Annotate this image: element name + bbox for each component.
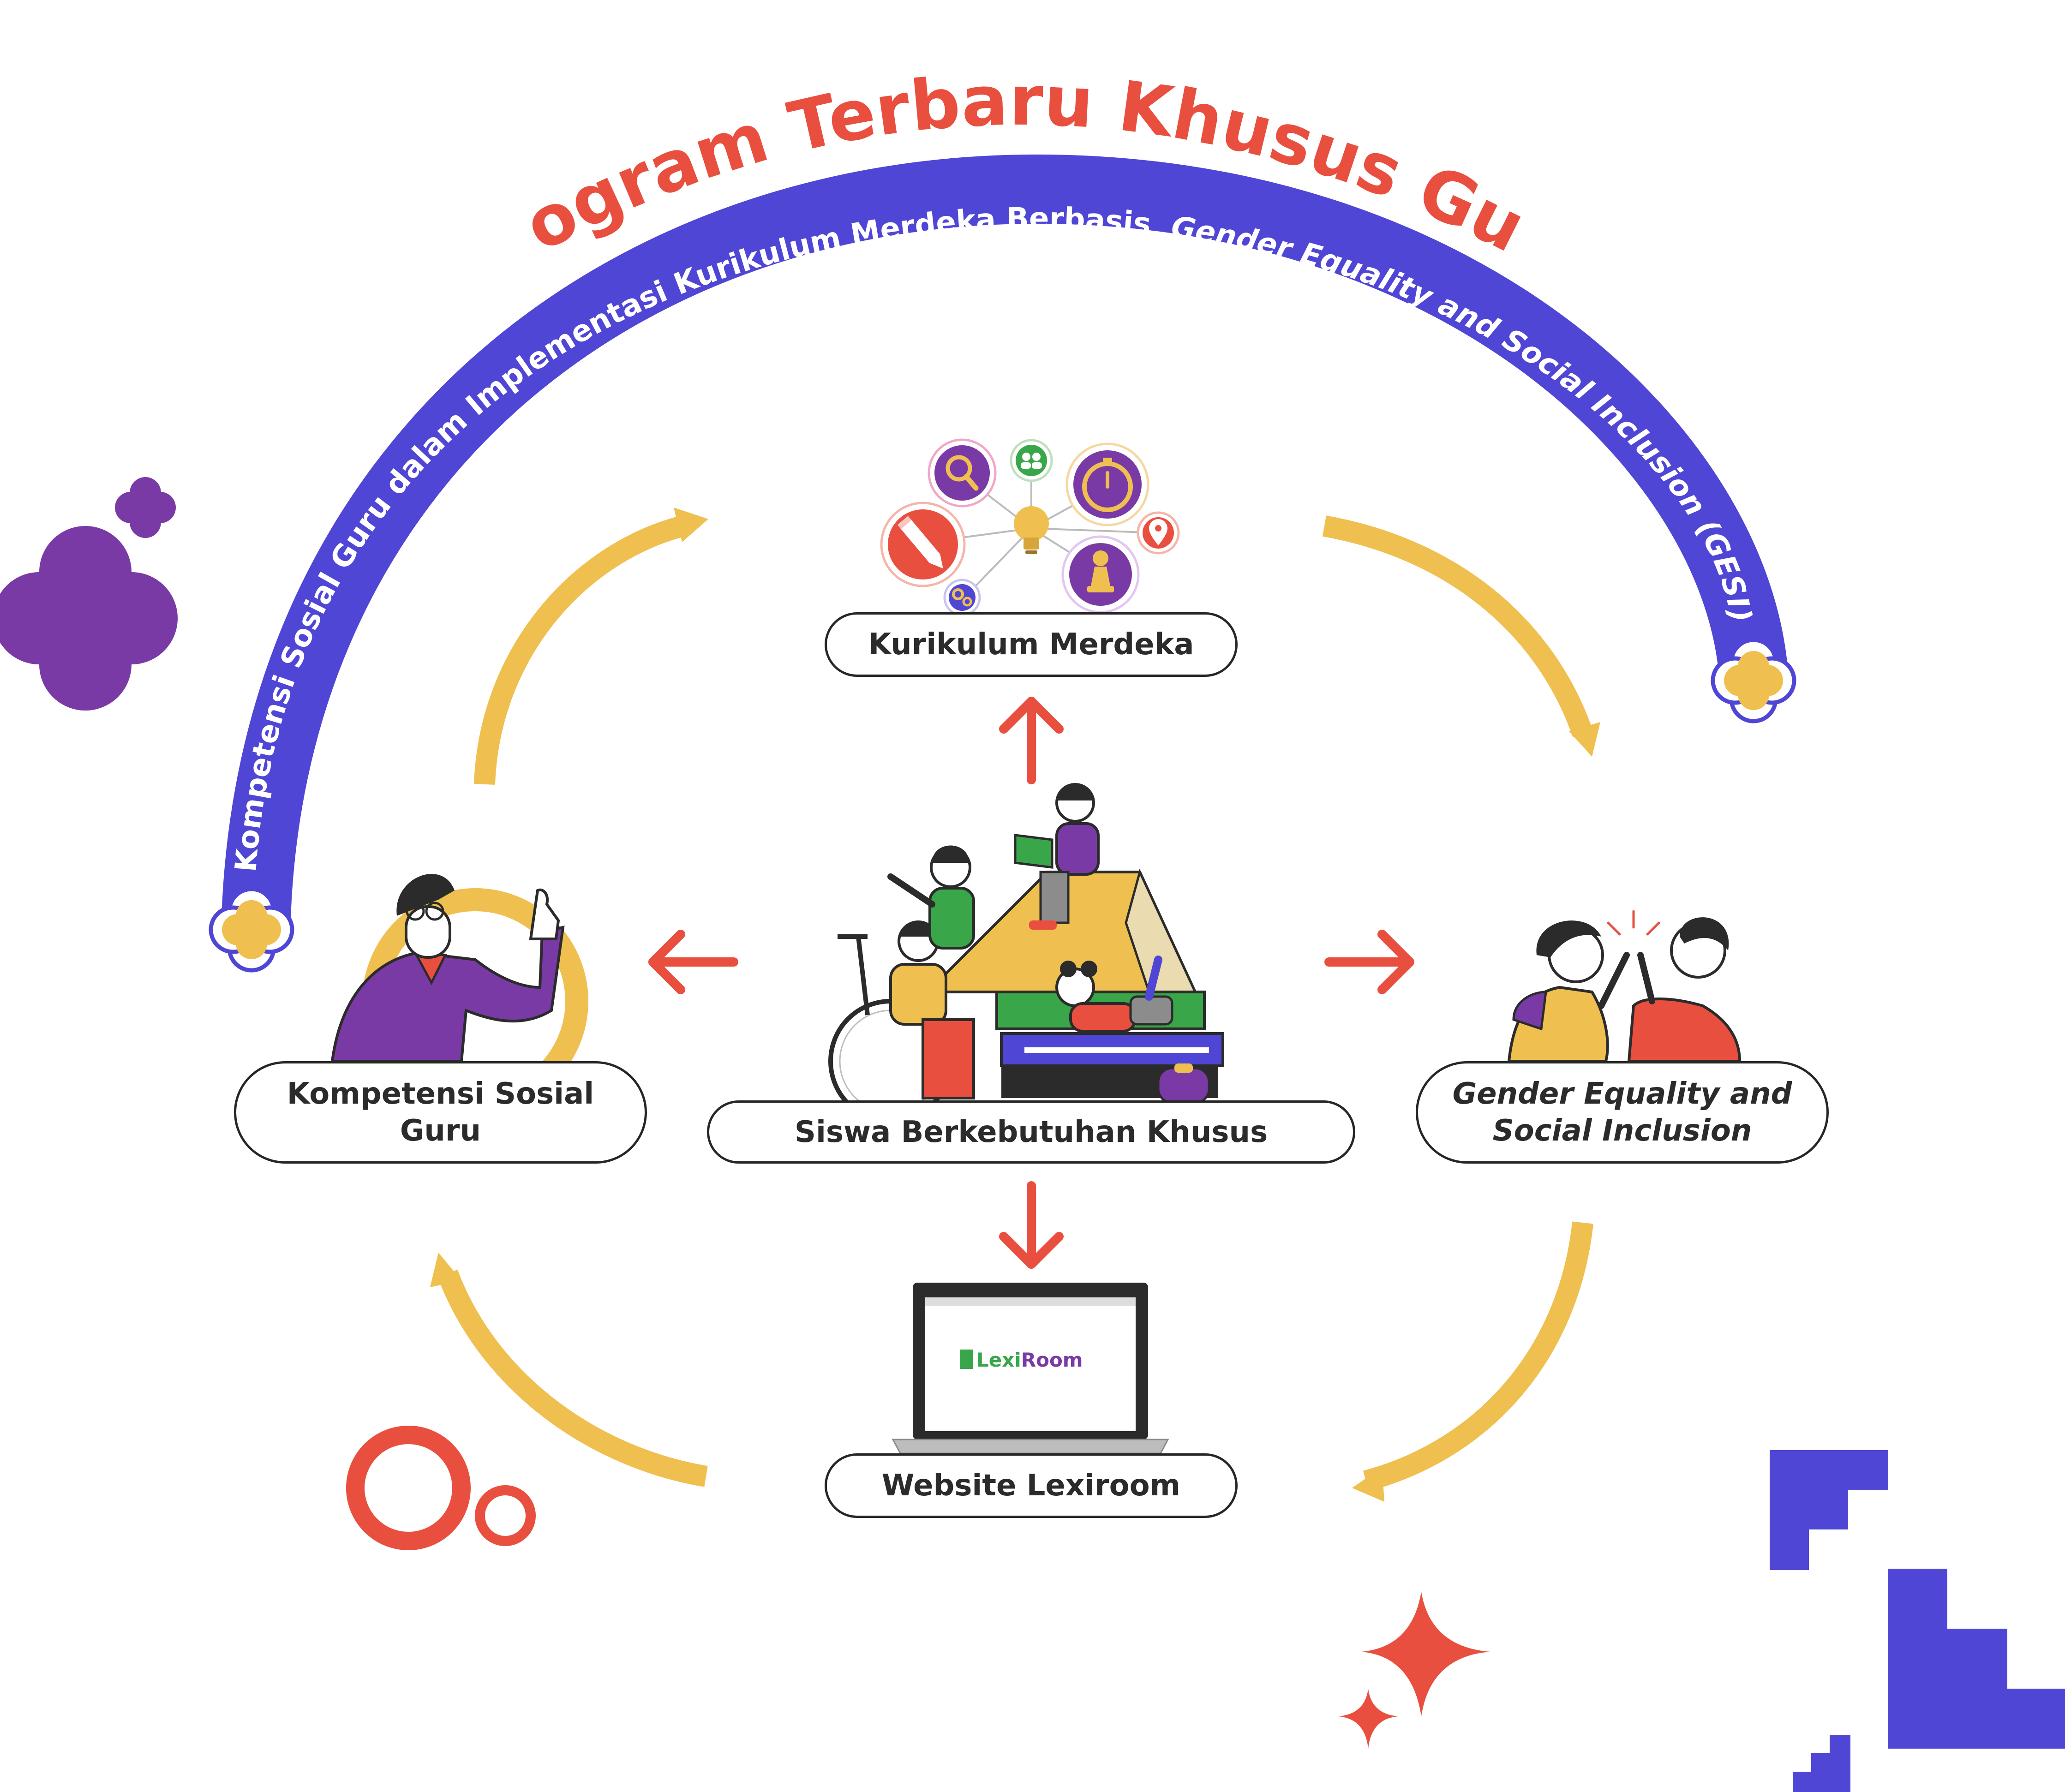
decor-blue-steps <box>1770 1450 2065 1792</box>
decor-purple-cloud-small <box>115 477 176 538</box>
people-icon <box>1010 439 1053 482</box>
location-pin-icon <box>1137 511 1180 555</box>
arc-subtitle-regular: Kompetensi Sosial Guru dalam Implementas… <box>229 202 1152 873</box>
program-arc-band <box>221 154 1788 920</box>
lexiroom-logo-icon <box>960 1350 973 1369</box>
node-siswa-berkebutuhan-khusus: Siswa Berkebutuhan Khusus <box>707 1100 1355 1164</box>
node-website-lexiroom: Website Lexiroom <box>825 1453 1238 1518</box>
cycle-arrowheads <box>430 508 1600 1502</box>
arrowhead-top-right <box>1569 722 1600 757</box>
cycle-arrow-top-right <box>1322 515 1593 737</box>
chess-pawn-icon <box>1061 535 1140 614</box>
lexiroom-logo: LexiRoom <box>976 1349 1083 1371</box>
arc-end-ornament-right <box>1711 638 1796 723</box>
arrow-left <box>648 930 738 994</box>
node-kompetensi-sosial-guru: Kompetensi Sosial Guru <box>234 1061 647 1164</box>
magnifier-icon <box>928 438 997 508</box>
high-five-illustration <box>1507 910 1742 1063</box>
cycle-arrows <box>437 515 1593 1492</box>
decor-red-sparkles <box>1338 1592 1490 1749</box>
node-kurikulum-merdeka: Kurikulum Merdeka <box>825 612 1238 677</box>
node-kurikulum-label: Kurikulum Merdeka <box>868 627 1194 662</box>
kurikulum-icon-cluster <box>880 438 1180 616</box>
gears-icon <box>943 579 981 616</box>
decor-red-rings <box>346 1426 536 1550</box>
arrowhead-bottom-left <box>430 1253 461 1287</box>
node-gesi-label-2: Social Inclusion <box>1492 1114 1752 1148</box>
cycle-arrow-bottom-right <box>1363 1221 1593 1492</box>
arrow-down <box>999 1181 1064 1269</box>
cycle-arrow-bottom-left <box>437 1269 708 1487</box>
stopwatch-icon <box>1065 442 1149 526</box>
node-siswa-label: Siswa Berkebutuhan Khusus <box>794 1115 1268 1149</box>
node-kompetensi-label-1: Kompetensi Sosial <box>287 1077 594 1111</box>
students-illustration <box>828 783 1224 1123</box>
arrowhead-top-left <box>674 508 708 542</box>
node-website-label: Website Lexiroom <box>881 1469 1181 1503</box>
lightbulb-icon <box>1014 506 1049 554</box>
decor-purple-cloud-large <box>0 526 178 711</box>
laptop-illustration: LexiRoom <box>892 1283 1169 1454</box>
node-gesi: Gender Equality and Social Inclusion <box>1416 1061 1829 1164</box>
cycle-arrow-top-left <box>474 515 686 785</box>
lexiroom-logo-part2: Room <box>1021 1349 1083 1371</box>
node-gesi-label-1: Gender Equality and <box>1452 1077 1792 1111</box>
arrow-up <box>999 697 1064 784</box>
pencil-icon <box>880 502 966 587</box>
arrow-right <box>1324 930 1414 994</box>
center-arrows <box>648 697 1414 1269</box>
arrowhead-bottom-right <box>1352 1467 1384 1502</box>
lexiroom-logo-part1: Lexi <box>976 1349 1021 1371</box>
node-kompetensi-label-2: Guru <box>400 1114 481 1148</box>
arc-end-ornament-left <box>209 887 294 973</box>
